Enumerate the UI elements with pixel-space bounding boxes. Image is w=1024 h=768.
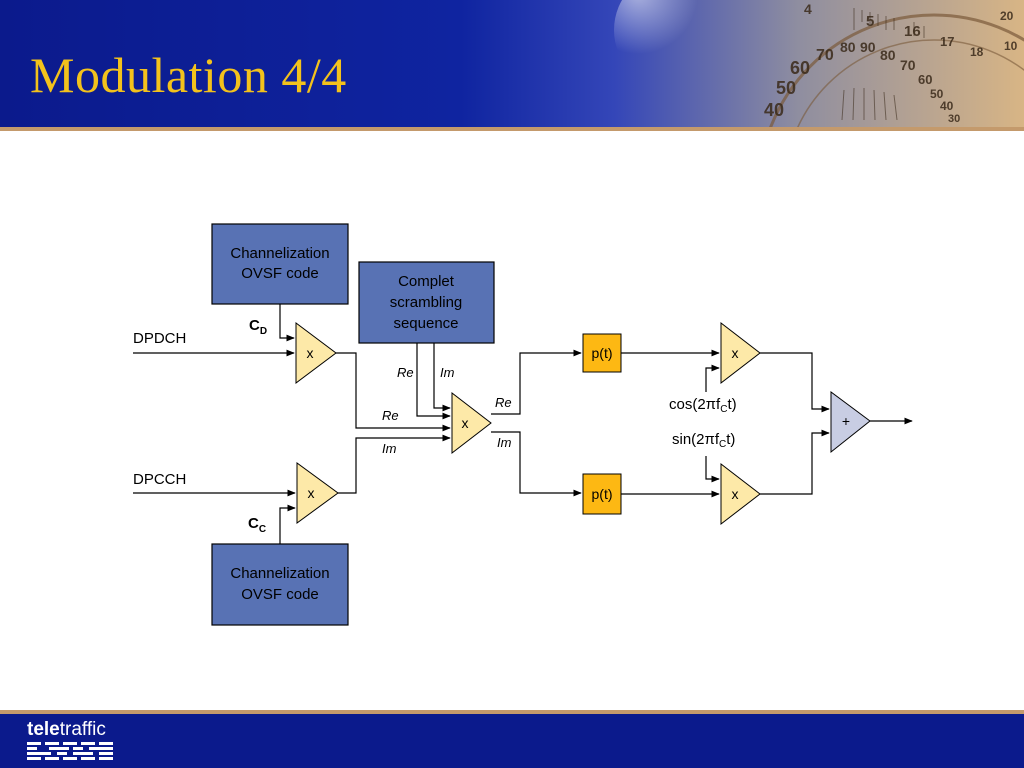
dial-number: 16 [904, 23, 921, 40]
multiplier-symbol: x [462, 415, 469, 431]
cos-carrier-label: cos(2πfCt) [669, 396, 737, 415]
dpcch-label: DPCCH [133, 471, 186, 488]
sin-to-adder-line [760, 429, 830, 495]
adder-symbol: + [842, 413, 850, 429]
dial-number: 18 [970, 45, 984, 59]
dpcch-to-scrambler-line [338, 434, 451, 494]
ovsf-code-block-bottom: Channelization OVSF code [211, 543, 349, 626]
cos-to-adder-line [760, 352, 830, 413]
dial-number: 60 [790, 58, 810, 78]
scrambling-sequence-block: Complet scrambling sequence [358, 261, 495, 344]
dial-number: 30 [948, 113, 960, 125]
scrambling-re-line [416, 343, 451, 420]
dial-number: 60 [918, 72, 932, 87]
ovsf-code-block-top: Channelization OVSF code [211, 223, 349, 305]
cc-code-label: CC [248, 515, 266, 535]
sin-carrier-line [705, 456, 720, 483]
sin-carrier-label: sin(2πfCt) [672, 431, 735, 450]
multiplier-symbol: x [308, 485, 315, 501]
cd-code-label: CD [249, 317, 267, 337]
multiplier-dpdch: x [295, 322, 337, 384]
dial-number: 40 [940, 99, 954, 113]
ovsf-bottom-line1: Channelization [230, 565, 329, 582]
multiplier-scrambling: x [451, 391, 492, 455]
dial-number: 80 [880, 47, 896, 63]
cos-carrier-line [705, 364, 720, 392]
dial-scale-decoration: 4 5 16 17 18 60 70 80 90 80 70 60 50 40 … [614, 0, 1024, 127]
re-label-output: Re [495, 395, 512, 410]
logo-bars-icon [27, 742, 113, 760]
scrambling-line3: sequence [393, 315, 458, 332]
dpdch-label: DPDCH [133, 330, 186, 347]
pulse-shaping-filter-top: p(t) [582, 333, 622, 373]
dial-number: 70 [900, 57, 916, 73]
scrambling-line2: scrambling [390, 294, 463, 311]
logo-bold-text: tele [27, 719, 60, 740]
pulse-label: p(t) [592, 345, 613, 361]
dial-number: 40 [764, 100, 784, 120]
multiplier-symbol: x [307, 345, 314, 361]
pulse-label: p(t) [592, 486, 613, 502]
multiplier-symbol: x [732, 486, 739, 502]
ovsf-top-line1: Channelization [230, 245, 329, 262]
multiplier-symbol: x [732, 345, 739, 361]
footer-divider [0, 710, 1024, 714]
dial-number: 80 [840, 39, 856, 55]
multiplier-cos: x [720, 321, 761, 385]
dpdch-to-scrambler-line [336, 352, 451, 432]
re-output-line [491, 349, 582, 415]
logo-rest-text: traffic [59, 719, 106, 740]
dial-number: 17 [940, 34, 954, 49]
im-label-scrambling: Im [440, 365, 455, 380]
adder: + [830, 391, 871, 454]
dial-number: 70 [816, 47, 834, 64]
slide-title: Modulation 4/4 [30, 47, 347, 103]
cd-code-line [279, 304, 295, 342]
pulse-shaping-filter-bottom: p(t) [582, 473, 622, 515]
re-label-scrambling: Re [397, 365, 414, 380]
im-label-output: Im [497, 435, 512, 450]
multiplier-sin: x [720, 462, 761, 526]
ovsf-bottom-line2: OVSF code [241, 586, 319, 603]
dial-number: 90 [860, 39, 876, 55]
dial-number: 4 [804, 1, 812, 17]
ovsf-top-line2: OVSF code [241, 265, 319, 282]
re-label-input: Re [382, 408, 399, 423]
scrambling-line1: Complet [398, 273, 455, 290]
dial-number: 50 [930, 87, 944, 101]
im-label-input: Im [382, 441, 397, 456]
header-divider [0, 127, 1024, 131]
dial-number: 50 [776, 78, 796, 98]
im-output-line [491, 431, 582, 497]
slide-footer: teletraffic [0, 714, 1024, 768]
multiplier-dpcch: x [296, 462, 339, 524]
dial-number: 20 [1000, 9, 1014, 23]
cc-code-line [279, 504, 296, 544]
slide-header: 4 5 16 17 18 60 70 80 90 80 70 60 50 40 … [0, 0, 1024, 127]
dial-number: 10 [1004, 39, 1018, 53]
scrambling-im-line [433, 343, 451, 412]
teletraffic-logo: teletraffic [27, 720, 106, 739]
